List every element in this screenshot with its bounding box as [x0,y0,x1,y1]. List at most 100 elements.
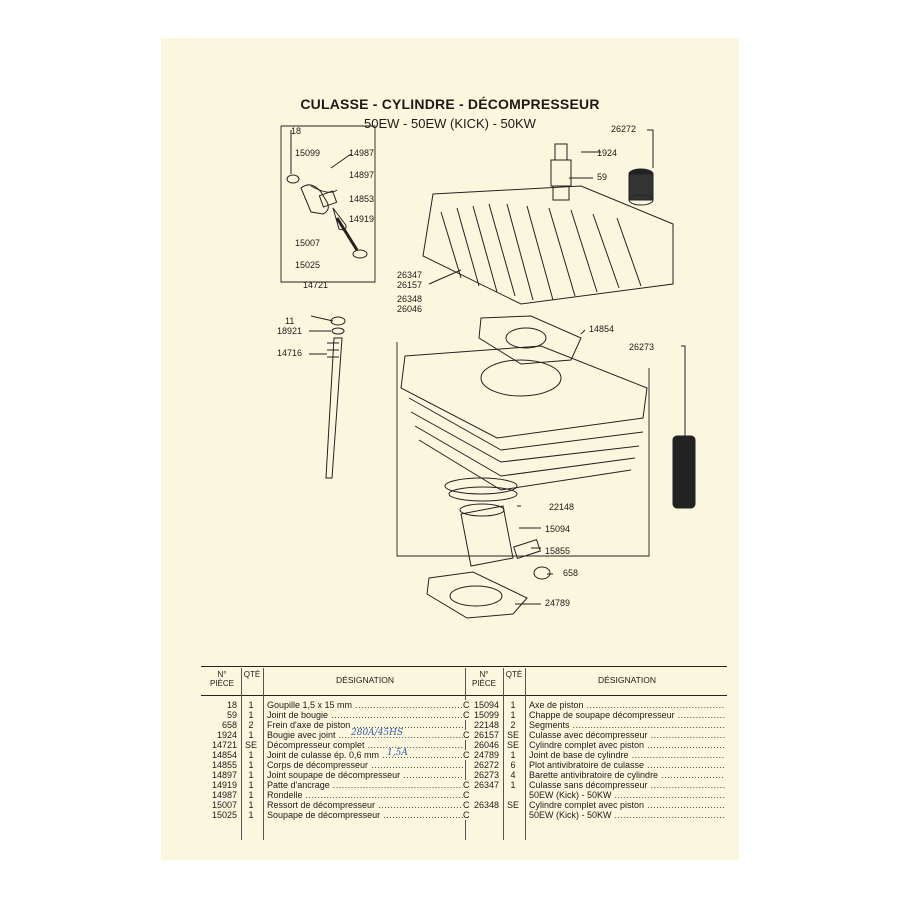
leader-dots: ........................................… [338,730,463,740]
callout-14854: 14854 [589,324,615,334]
rod-part [325,337,343,479]
pin-part [286,174,300,184]
table-row: 26273 4 Barette antivibratoire de cylindre… [465,770,727,780]
part-designation: Segments ...............................… [529,720,725,730]
designation-text: Barette antivibratoire de cylindre [529,770,659,780]
callout-15855: 15855 [545,546,571,556]
spark-plug-thread [552,185,570,201]
head-gasket [478,315,582,365]
callout-24789: 24789 [545,598,571,608]
callout-11: 11 [285,316,295,326]
callout-26348: 26348 [397,294,423,304]
leader-dots: ........................................… [647,800,725,810]
document-sheet: CULASSE - CYLINDRE - DÉCOMPRESSEUR 50EW … [161,38,739,860]
part-number: 26273 [473,770,499,780]
leader-dots: ........................................… [650,780,725,790]
callout-18: 18 [291,126,302,136]
part-designation: Cylindre complet avec piston ...........… [529,800,725,810]
part-number: 14855 [211,760,237,770]
o-ring-part [331,327,345,335]
header-designation-left: DÉSIGNATION [336,675,394,685]
part-quantity: 2 [510,720,516,730]
page-title: CULASSE - CYLINDRE - DÉCOMPRESSEUR [300,96,600,112]
leader-dots: ........................................… [647,760,725,770]
part-number: 18 [226,700,237,710]
designation-text: Soupape de décompresseur [267,810,381,820]
part-designation: Culasse avec décompresseur .............… [529,730,725,740]
table-header: N° PIÈCE QTÉ DÉSIGNATION N° PIÈCE QTÉ DÉ… [201,666,727,696]
left-column: 18 1 Goupille 1,5 x 15 mm ................… [201,700,473,820]
leader-dots: ........................................… [677,710,725,720]
spark-plug-tip [554,143,568,161]
designation-text: 50EW (Kick) - 50KW [529,790,612,800]
spark-plug-body [550,159,572,187]
part-number: 15099 [473,710,499,720]
part-quantity: 1 [248,750,254,760]
piston-pin [513,538,541,560]
leader-dots: ........................................… [332,780,463,790]
designation-text: Ressort de décompresseur [267,800,376,810]
part-designation: Ressort de décompresseur ...............… [267,800,463,810]
part-designation: Patte d'ancrage ........................… [267,780,463,790]
part-code: C [463,730,473,740]
part-quantity: 1 [510,700,516,710]
part-code: C [463,700,473,710]
header-qte-left: QTÉ [243,670,261,679]
leader-dots: ........................................… [305,790,463,800]
part-number: 26348 [473,800,499,810]
part-number: 1924 [216,730,237,740]
part-quantity: 2 [248,720,254,730]
part-number: 14919 [211,780,237,790]
base-gasket [426,571,528,619]
part-quantity: 1 [248,800,254,810]
leader-dots: ........................................… [650,730,725,740]
cylinder-block [400,345,648,439]
part-designation: Joint de bougie ........................… [267,710,463,720]
part-designation: Frein d'axe de piston ..................… [267,720,463,730]
part-number: 26046 [473,740,499,750]
part-number: 26157 [473,730,499,740]
part-designation: Chappe de soupape décompresseur ........… [529,710,725,720]
part-quantity: 4 [510,770,516,780]
callout-14987: 14987 [349,148,375,158]
lever-part [310,185,338,193]
leader-dots: ........................................… [647,740,725,750]
leader-dots: ........................................… [383,810,463,820]
part-designation: Soupape de décompresseur ...............… [267,810,463,820]
callout-26347: 26347 [397,270,423,280]
part-quantity: 6 [510,760,516,770]
designation-text: Joint de bougie [267,710,329,720]
callout-658: 658 [563,568,579,578]
part-designation: Joint soupape de décompresseur .........… [267,770,463,780]
part-quantity: 1 [248,810,254,820]
piston [460,505,514,567]
part-code: C [463,800,473,810]
callout-1924: 1924 [597,148,618,158]
callout-59: 59 [597,172,608,182]
leader-dots: ........................................… [382,750,463,760]
leader-dots: ........................................… [378,800,463,810]
leader-dots: ........................................… [367,740,463,750]
designation-text: Bougie avec joint [267,730,336,740]
cylinder-head [422,185,674,305]
callout-26046: 26046 [397,304,423,314]
part-designation: Joint de base de cylindre ..............… [529,750,725,760]
part-designation: Cylindre complet avec piston ...........… [529,740,725,750]
designation-text: Corps de décompresseur [267,760,369,770]
leader-dots: ........................................… [661,770,725,780]
designation-text: Joint de base de cylindre [529,750,629,760]
designation-text: Goupille 1,5 x 15 mm [267,700,353,710]
part-designation: Barette antivibratoire de cylindre .....… [529,770,725,780]
